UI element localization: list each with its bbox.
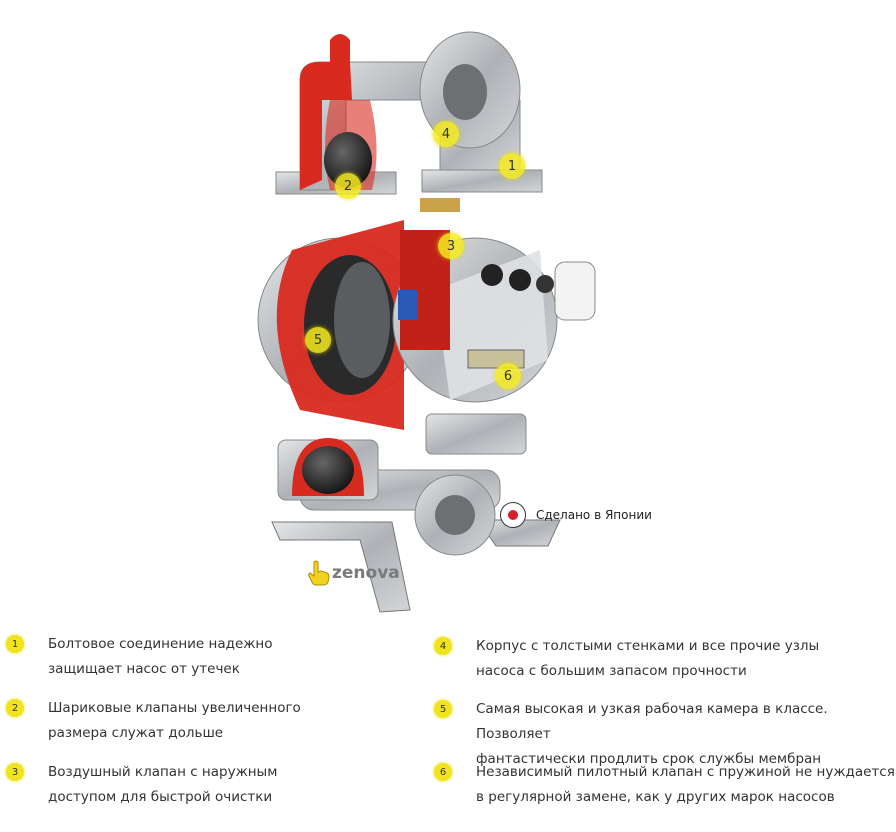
marker-5[interactable]: 5 [305,327,331,353]
pump-cutaway-drawing [257,31,596,613]
feature-list: 1 Болтовое соединение надежно защищает н… [0,620,896,832]
pump-illustration: 1 2 3 4 5 6 Сделано в Японии zenova [257,31,652,613]
feature-number-badge: 3 [6,763,24,781]
feature-number-badge: 6 [434,763,452,781]
marker-1[interactable]: 1 [499,153,525,179]
marker-6[interactable]: 6 [495,363,521,389]
feature-number-badge: 5 [434,700,452,718]
made-in-label: Сделано в Японии [536,508,652,522]
logo-text: zenova [332,563,400,583]
pointing-hand-icon [308,560,330,586]
feature-number-badge: 1 [6,635,24,653]
zenova-watermark: zenova [308,560,400,586]
feature-text: Болтовое соединение надежно защищает нас… [48,636,273,677]
feature-item-5: 5 Самая высокая и узкая рабочая камера в… [434,697,896,772]
feature-item-2: 2 Шариковые клапаны увеличенного размера… [6,696,301,746]
feature-text: Воздушный клапан с наружным доступом для… [48,764,278,805]
feature-item-6: 6 Независимый пилотный клапан с пружиной… [434,760,895,810]
japan-flag-icon [500,502,526,528]
feature-number-badge: 4 [434,637,452,655]
feature-text: Самая высокая и узкая рабочая камера в к… [476,701,828,767]
feature-item-4: 4 Корпус с толстыми стенками и все прочи… [434,634,819,684]
feature-text: Независимый пилотный клапан с пружиной н… [476,764,895,805]
feature-item-3: 3 Воздушный клапан с наружным доступом д… [6,760,277,810]
feature-text: Шариковые клапаны увеличенного размера с… [48,700,301,741]
feature-item-1: 1 Болтовое соединение надежно защищает н… [6,632,273,682]
made-in-japan-badge: Сделано в Японии [500,502,652,528]
marker-2[interactable]: 2 [335,173,361,199]
marker-3[interactable]: 3 [438,233,464,259]
feature-text: Корпус с толстыми стенками и все прочие … [476,638,820,679]
feature-number-badge: 2 [6,699,24,717]
marker-4[interactable]: 4 [433,121,459,147]
